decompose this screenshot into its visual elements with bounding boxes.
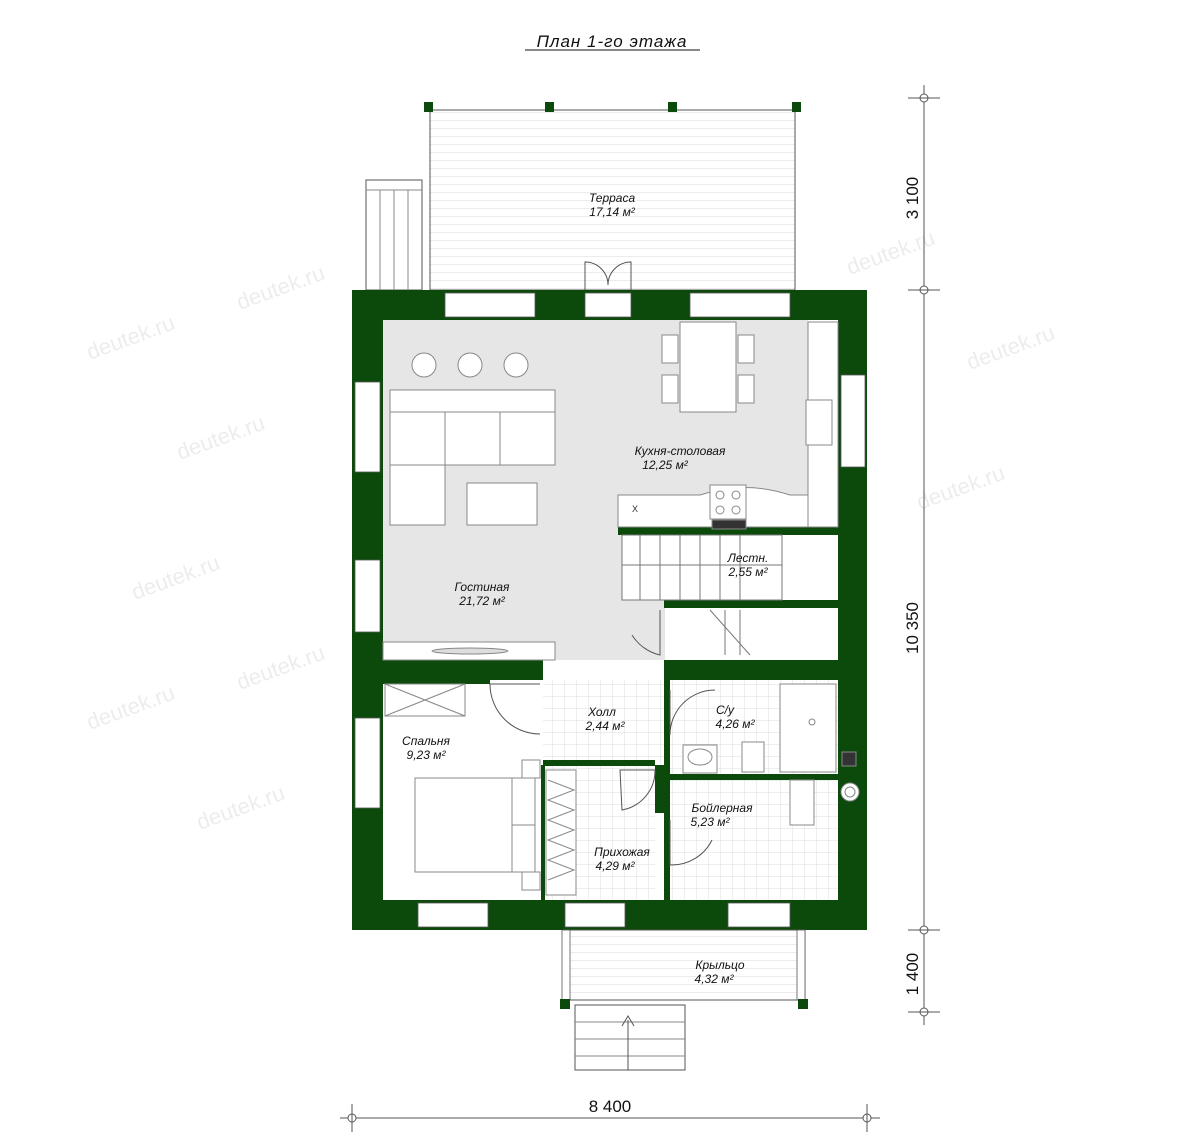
room-name-living: Гостиная <box>455 580 510 594</box>
room-name-stairs: Лестн. <box>727 551 769 565</box>
windows <box>354 292 866 928</box>
room-name-porch: Крыльцо <box>695 958 745 972</box>
room-area-porch: 4,32 м² <box>695 972 735 986</box>
room-area-terrace: 17,14 м² <box>589 205 636 219</box>
room-area-entry: 4,29 м² <box>596 859 636 873</box>
svg-text:deutek.ru: deutek.ru <box>128 550 223 605</box>
room-area-wc: 4,26 м² <box>716 717 756 731</box>
porch <box>560 929 808 1071</box>
svg-text:deutek.ru: deutek.ru <box>83 680 178 735</box>
entry-wardrobe <box>545 769 577 896</box>
room-area-stairs: 2,55 м² <box>728 565 769 579</box>
living-furniture <box>382 352 556 661</box>
dim-house-depth: 10 350 <box>903 602 922 654</box>
svg-text:deutek.ru: deutek.ru <box>233 640 328 695</box>
svg-text:deutek.ru: deutek.ru <box>83 310 178 365</box>
kitchen-furniture <box>617 321 839 530</box>
staircase <box>621 534 783 656</box>
room-name-wc: С/у <box>716 703 735 717</box>
dim-porch-depth: 1 400 <box>903 953 922 996</box>
room-area-kitchen: 12,25 м² <box>642 458 689 472</box>
room-labels: Терраса 17,14 м² Кухня-столовая 12,25 м²… <box>402 191 768 986</box>
horizontal-dimensions <box>340 1104 880 1132</box>
svg-text:deutek.ru: deutek.ru <box>233 260 328 315</box>
interior-walls <box>380 527 838 900</box>
plan-title: План 1-го этажа <box>537 32 688 51</box>
bedroom-furniture <box>384 683 541 891</box>
dim-house-width: 8 400 <box>589 1097 632 1116</box>
room-name-kitchen: Кухня-столовая <box>635 444 726 458</box>
boiler-fixtures <box>789 779 860 826</box>
room-name-hall: Холл <box>587 705 616 719</box>
bathroom-fixtures <box>682 683 857 774</box>
svg-text:deutek.ru: deutek.ru <box>193 780 288 835</box>
vertical-dimensions <box>908 85 940 1025</box>
svg-text:deutek.ru: deutek.ru <box>173 410 268 465</box>
room-name-entry: Прихожая <box>594 845 650 859</box>
room-area-boiler: 5,23 м² <box>691 815 731 829</box>
svg-text:deutek.ru: deutek.ru <box>913 460 1008 515</box>
room-name-boiler: Бойлерная <box>692 801 754 815</box>
terrace <box>365 102 801 291</box>
cooktop-mark: X <box>632 504 638 514</box>
dim-terrace-depth: 3 100 <box>903 177 922 220</box>
room-area-hall: 2,44 м² <box>585 719 626 733</box>
room-area-living: 21,72 м² <box>458 594 506 608</box>
room-area-bedroom: 9,23 м² <box>407 748 447 762</box>
svg-text:deutek.ru: deutek.ru <box>963 320 1058 375</box>
room-name-terrace: Терраса <box>589 191 636 205</box>
room-name-bedroom: Спальня <box>402 734 450 748</box>
